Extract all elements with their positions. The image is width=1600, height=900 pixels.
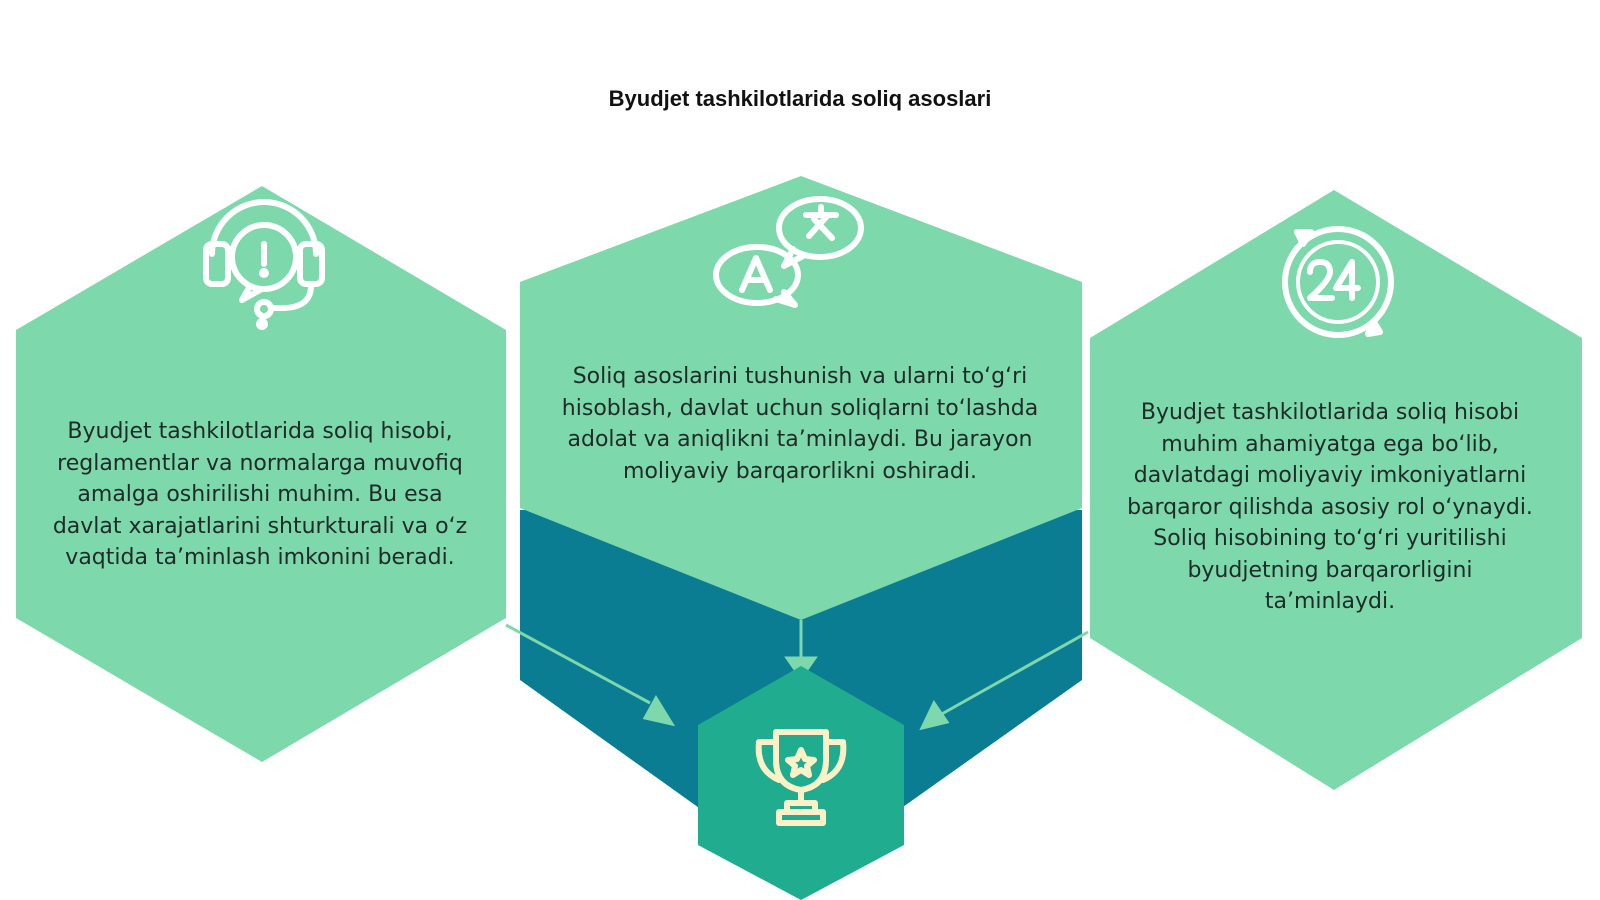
headset-support-icon bbox=[203, 199, 325, 330]
connector-arrows bbox=[505, 620, 1089, 731]
arrow-right-head bbox=[919, 700, 950, 731]
text-line: adolat va aniqlikni ta’minlaydi. Bu jara… bbox=[567, 427, 1033, 452]
text-line: muhim ahamiyatga ega bo‘lib, bbox=[1161, 431, 1499, 457]
24-hours-icon bbox=[1282, 226, 1394, 338]
text-line: davlatdagi moliyaviy imkoniyatlarni bbox=[1133, 463, 1527, 488]
text-right: Byudjet tashkilotlarida soliq hisobi muh… bbox=[1100, 397, 1560, 618]
text-line: amalga oshirilishi muhim. Bu esa bbox=[77, 482, 443, 507]
hexagon-center bbox=[520, 176, 1082, 620]
text-line: barqaror qilishda asosiy rol o‘ynaydi. bbox=[1127, 494, 1533, 520]
text-line: reglamentlar va normalarga muvofiq bbox=[57, 450, 463, 476]
text-line: Soliq asoslarini tushunish va ularni to‘… bbox=[572, 364, 1028, 389]
text-line: Soliq hisobining to‘g‘ri yuritilishi bbox=[1153, 526, 1507, 551]
text-line: hisoblash, davlat uchun soliqlarni to‘la… bbox=[561, 395, 1039, 421]
text-line: Byudjet tashkilotlarida soliq hisobi, bbox=[67, 419, 453, 444]
trophy-icon bbox=[755, 729, 847, 826]
text-line: davlat xarajatlarini shturkturali va o‘z bbox=[52, 513, 468, 539]
text-center: Soliq asoslarini tushunish va ularni to‘… bbox=[520, 361, 1080, 487]
arrow-left-head bbox=[642, 695, 676, 727]
text-line: ta’minlaydi. bbox=[1264, 589, 1396, 614]
text-line: vaqtida ta’minlash imkonini beradi. bbox=[65, 545, 455, 570]
hexagon-left bbox=[16, 186, 506, 762]
hexagon-right bbox=[1090, 190, 1582, 790]
hexagon-trophy bbox=[698, 666, 904, 900]
diagram-title: Byudjet tashkilotlarida soliq asoslari bbox=[608, 86, 992, 111]
translate-chat-icon bbox=[713, 196, 864, 308]
text-left: Byudjet tashkilotlarida soliq hisobi, re… bbox=[30, 416, 490, 574]
text-line: Byudjet tashkilotlarida soliq hisobi bbox=[1140, 400, 1520, 425]
text-line: moliyaviy barqarorlikni oshiradi. bbox=[623, 458, 977, 484]
text-line: byudjetning barqarorligini bbox=[1187, 557, 1473, 583]
